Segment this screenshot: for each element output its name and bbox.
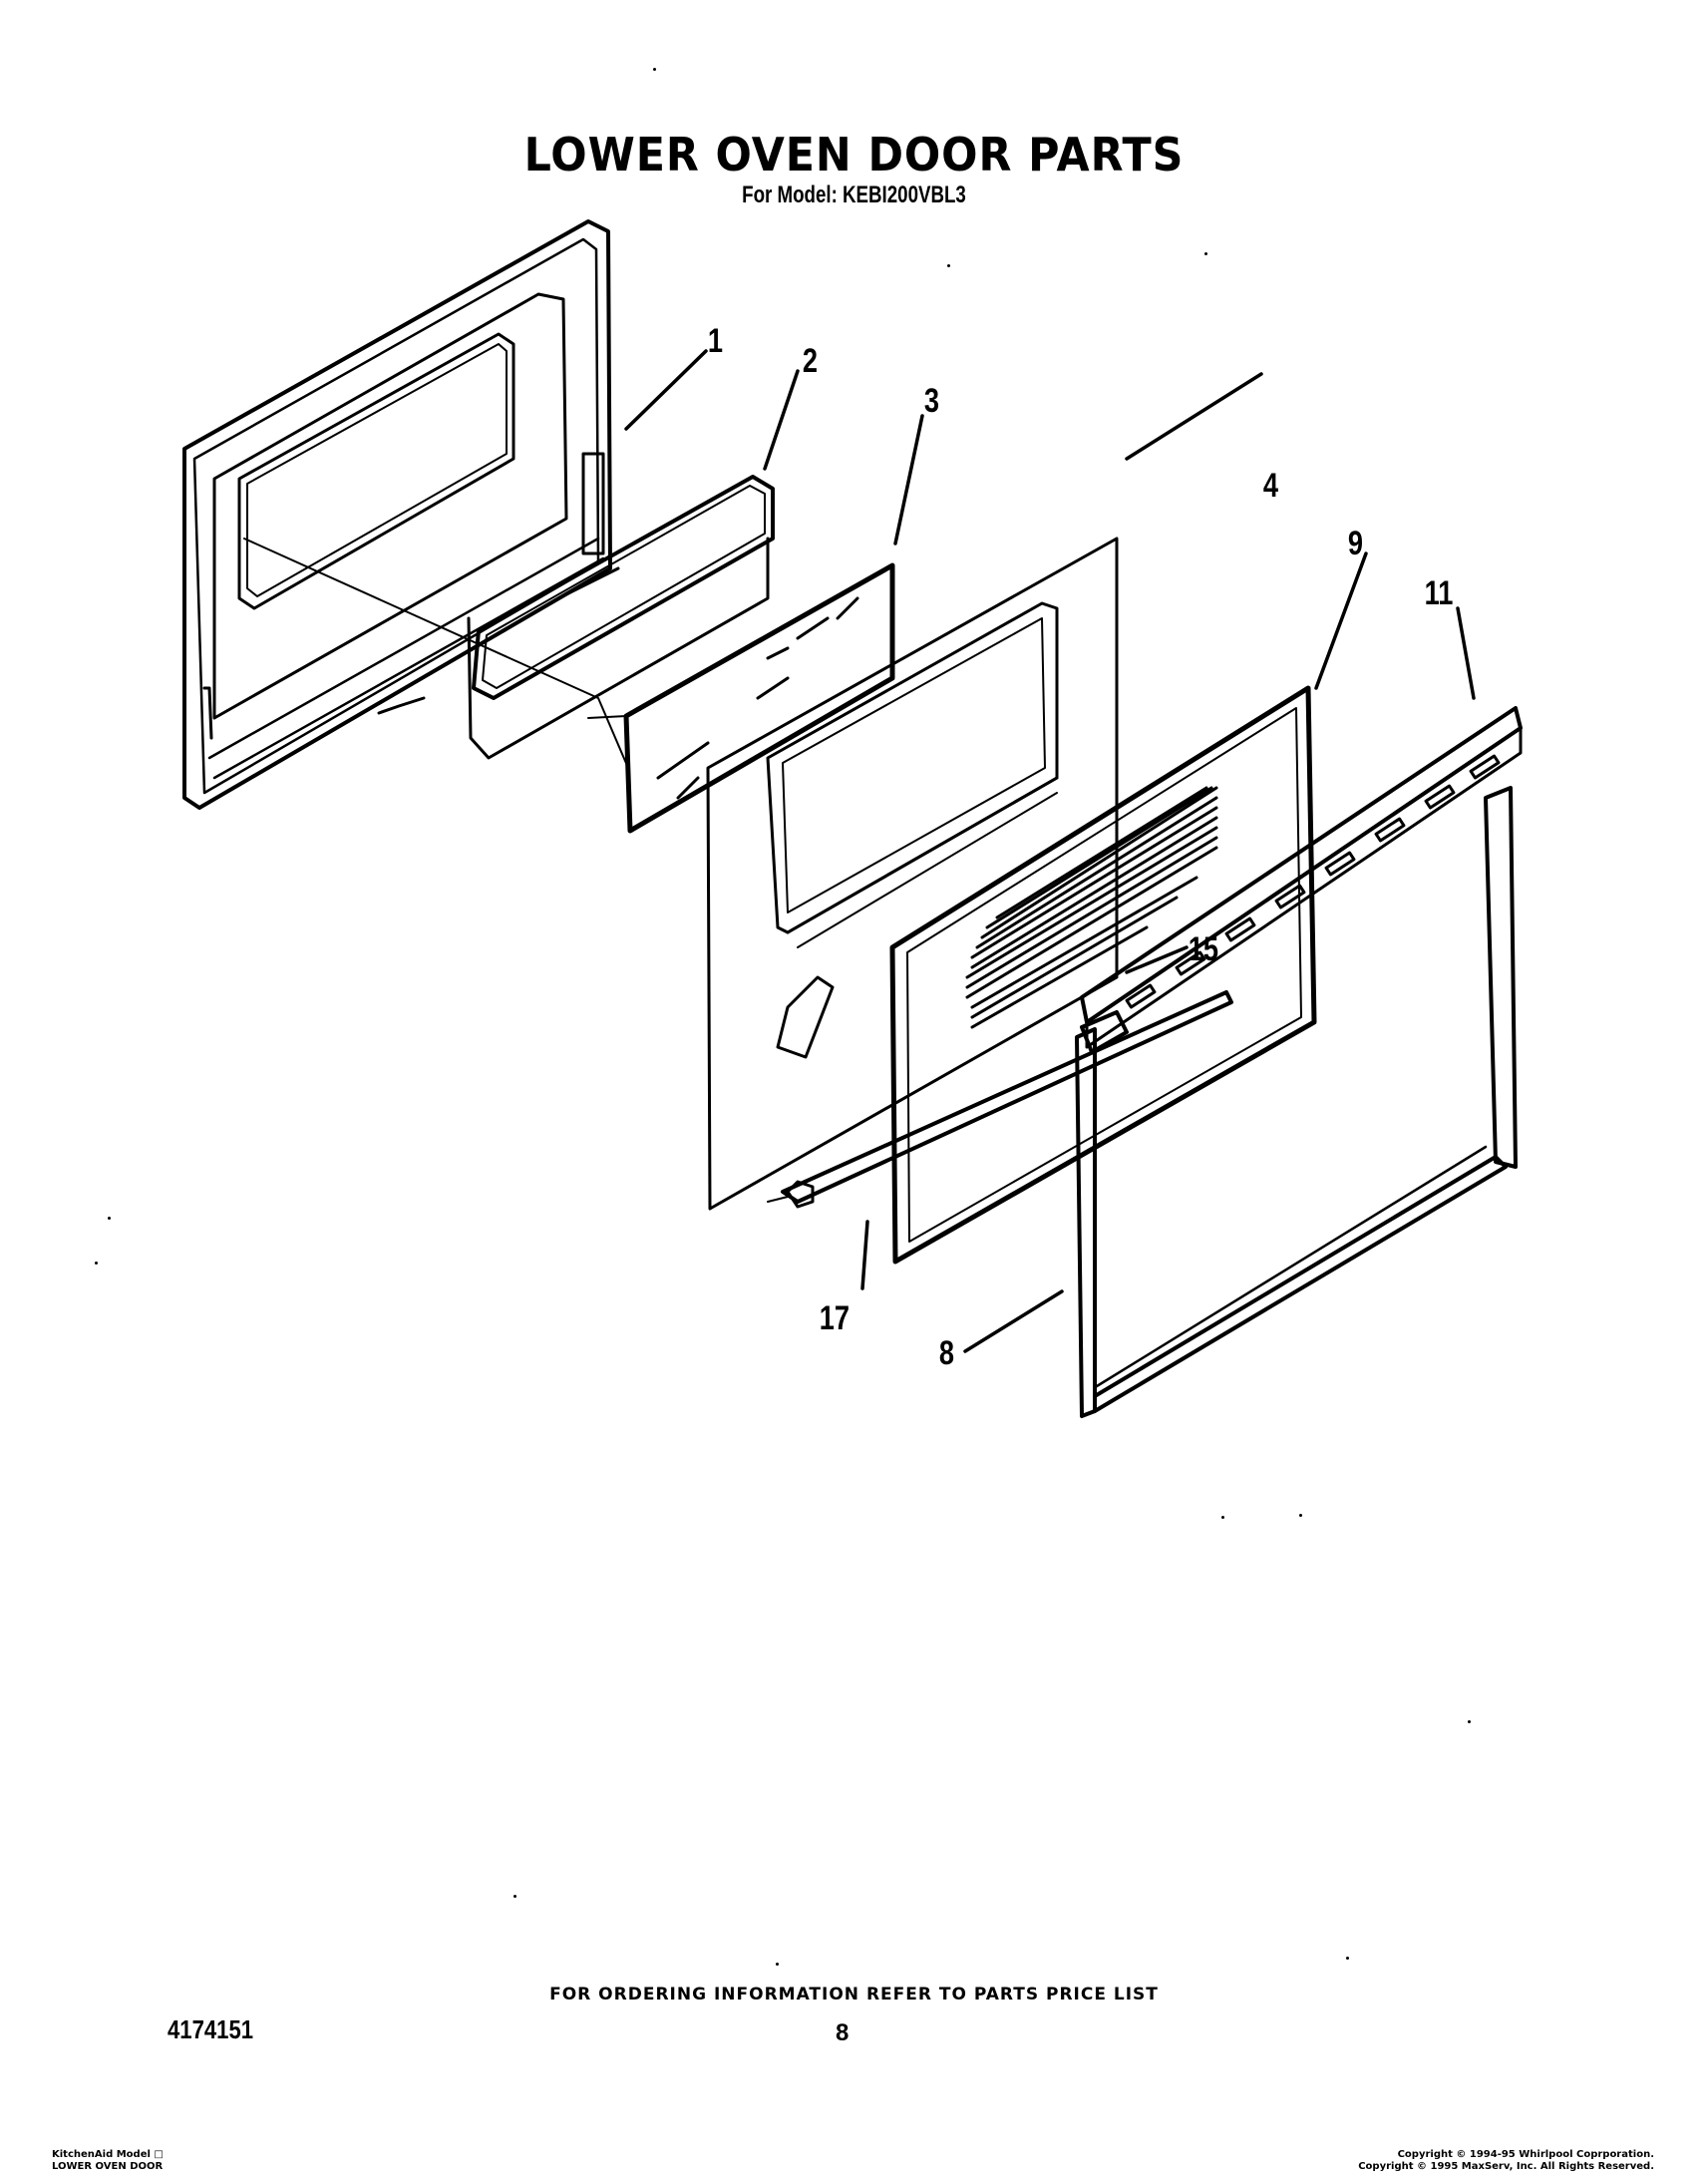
callout-2: 2 <box>802 342 819 380</box>
scan-speck <box>1346 1957 1349 1960</box>
part-8-door-frame-trim <box>1075 786 1518 1418</box>
scan-speck <box>947 264 950 267</box>
callout-17: 17 <box>819 1299 851 1337</box>
scan-speck <box>108 1217 111 1220</box>
part-4-inner-door-panel <box>706 537 1119 1211</box>
part-15-clip <box>1080 1010 1129 1054</box>
model-subtitle: For Model: KEBI200VBL3 <box>742 182 966 208</box>
footer-model-info: KitchenAid Model □ LOWER OVEN DOOR <box>52 2149 164 2173</box>
callout-3: 3 <box>923 382 940 420</box>
scan-speck <box>1299 1514 1302 1517</box>
page-title: LOWER OVEN DOOR PARTS <box>523 128 1185 182</box>
ordering-info-note: FOR ORDERING INFORMATION REFER TO PARTS … <box>549 1985 1159 2004</box>
footer-copyright: Copyright © 1994-95 Whirlpool Coprporati… <box>1358 2149 1654 2173</box>
part-17-bottom-trim <box>767 990 1233 1209</box>
footer-brand-model: KitchenAid Model □ <box>52 2149 164 2160</box>
scan-speck <box>653 68 656 71</box>
part-2-window-gasket <box>467 475 775 760</box>
part-9-door-liner <box>889 685 1317 1265</box>
scan-speck <box>1468 1720 1471 1723</box>
scan-speck <box>513 1895 516 1898</box>
scan-speck <box>1204 252 1207 255</box>
callout-11: 11 <box>1424 574 1454 612</box>
callout-15: 15 <box>1188 930 1219 968</box>
copyright-maxserv: Copyright © 1995 MaxServ, Inc. All Right… <box>1358 2161 1654 2172</box>
scan-speck <box>776 1963 779 1966</box>
callout-1: 1 <box>707 322 724 360</box>
callout-9: 9 <box>1347 525 1364 562</box>
copyright-whirlpool: Copyright © 1994-95 Whirlpool Coprporati… <box>1397 2149 1654 2160</box>
leader-lines <box>624 349 1476 1353</box>
page-number: 8 <box>836 2019 850 2046</box>
callout-4: 4 <box>1262 467 1279 505</box>
part-1-outer-door-panel <box>182 219 629 810</box>
footer-section-name: LOWER OVEN DOOR <box>52 2161 164 2172</box>
scan-speck <box>95 1262 98 1265</box>
document-number: 4174151 <box>168 2014 254 2044</box>
callout-8: 8 <box>938 1334 955 1372</box>
scan-speck <box>1221 1516 1224 1519</box>
part-3-window-glass <box>587 562 895 834</box>
